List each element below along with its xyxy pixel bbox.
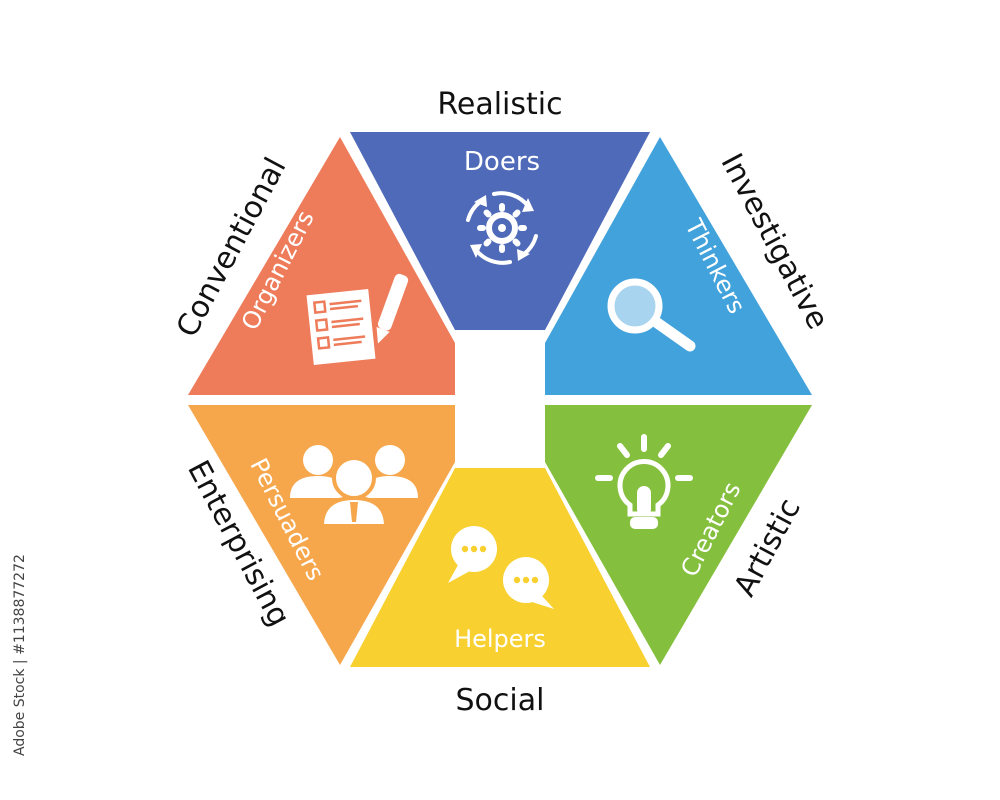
gears-cycle-icon (466, 191, 538, 265)
stock-watermark-text: Adobe Stock | #1138877272 (12, 554, 28, 756)
segment-social-shape (350, 468, 650, 667)
checklist-pen-icon (306, 273, 409, 366)
speech-bubbles-icon (448, 526, 554, 609)
lightbulb-icon (595, 434, 693, 529)
segment-realistic: Doers (350, 132, 650, 330)
role-label-helpers: Helpers (454, 625, 546, 653)
segment-conventional-shape (188, 137, 455, 395)
stock-watermark: Adobe Stock | #1138877272 (6, 554, 34, 760)
category-label-realistic: Realistic (437, 87, 562, 122)
segment-social: Helpers (350, 468, 650, 667)
segment-artistic-shape (545, 405, 812, 665)
segment-investigative-shape (545, 137, 812, 395)
segment-artistic: Creators (545, 405, 812, 665)
category-label-social: Social (456, 683, 545, 718)
role-label-doers: Doers (464, 147, 540, 177)
people-group-icon (290, 445, 418, 528)
magnifier-icon (607, 278, 696, 352)
